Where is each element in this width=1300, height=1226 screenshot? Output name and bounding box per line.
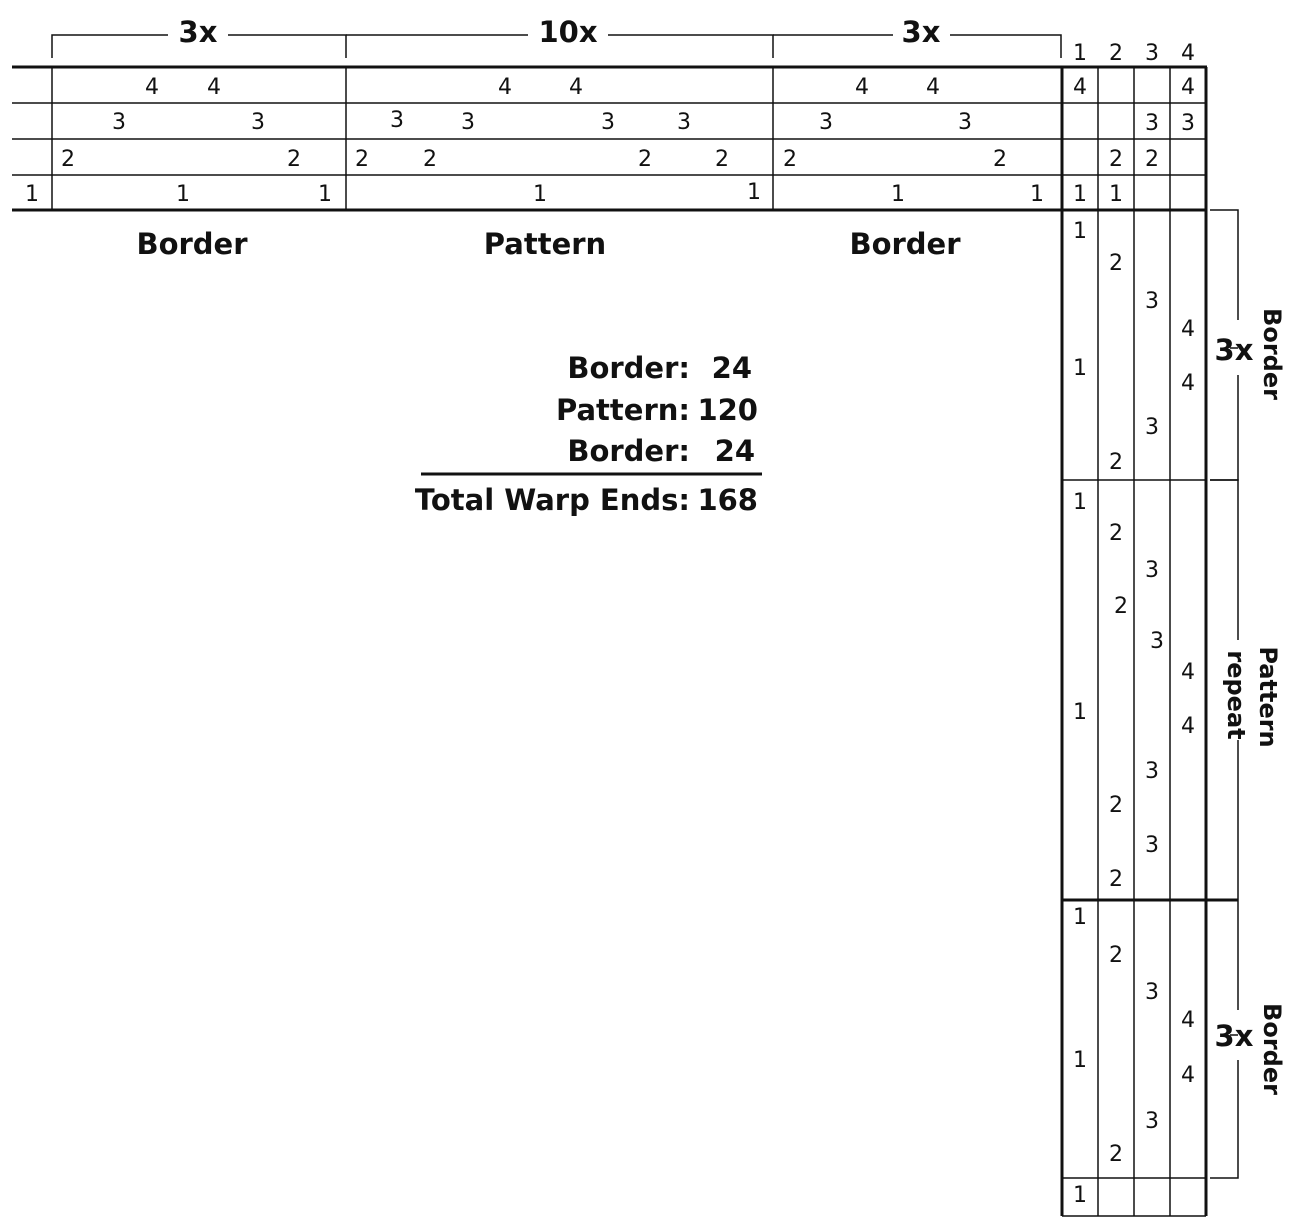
threading-grid xyxy=(12,65,1208,1216)
treadle-2: 2 xyxy=(1114,594,1128,619)
thread-1: 1 xyxy=(533,182,547,207)
thread-4: 4 xyxy=(926,75,940,100)
treadle-3: 3 xyxy=(1145,415,1159,440)
treadle-2: 2 xyxy=(1109,521,1123,546)
summary-border1-value: 24 xyxy=(712,351,752,385)
tieup-entry: 4 xyxy=(1181,75,1195,100)
thread-3: 3 xyxy=(819,110,833,135)
thread-2: 2 xyxy=(638,147,652,172)
treadle-2: 2 xyxy=(1109,251,1123,276)
border-left-repeat: 3x xyxy=(179,15,218,49)
thread-1: 1 xyxy=(176,182,190,207)
border-right-repeat: 3x xyxy=(902,15,941,49)
treadle-1: 1 xyxy=(1073,490,1087,515)
treadle-2: 2 xyxy=(1109,1142,1123,1167)
thread-3: 3 xyxy=(251,110,265,135)
thread-1: 1 xyxy=(1030,182,1044,207)
border-left-label: Border xyxy=(136,227,248,261)
treadle-2: 2 xyxy=(1109,943,1123,968)
treadle-4: 4 xyxy=(1181,1063,1195,1088)
thread-3: 3 xyxy=(390,108,404,133)
tieup-entry: 1 xyxy=(1109,182,1123,207)
thread-2: 2 xyxy=(61,147,75,172)
border-top-side-label: Border xyxy=(1258,308,1286,400)
thread-2: 2 xyxy=(287,147,301,172)
thread-3: 3 xyxy=(958,110,972,135)
thread-3: 3 xyxy=(112,110,126,135)
thread-4: 4 xyxy=(569,75,583,100)
border-bottom-side-label: Border xyxy=(1258,1003,1286,1095)
tieup-entry: 3 xyxy=(1181,111,1195,136)
tieup-entry: 2 xyxy=(1145,147,1159,172)
summary-pattern-label: Pattern: xyxy=(556,393,690,427)
thread-3: 3 xyxy=(601,110,615,135)
border-top-repeat: 3x xyxy=(1215,333,1254,367)
thread-4: 4 xyxy=(498,75,512,100)
treadle-4: 4 xyxy=(1181,660,1195,685)
border-bottom-repeat: 3x xyxy=(1215,1019,1254,1053)
thread-4: 4 xyxy=(207,75,221,100)
treadle-3: 3 xyxy=(1150,629,1164,654)
tieup-col-3: 3 xyxy=(1145,41,1159,66)
treadle-3: 3 xyxy=(1145,558,1159,583)
pattern-repeat-count: 10x xyxy=(538,15,597,49)
thread-2: 2 xyxy=(715,147,729,172)
pattern-side-label: Pattern xyxy=(1254,646,1282,747)
border-right-label: Border xyxy=(849,227,961,261)
tieup-col-1: 1 xyxy=(1073,41,1087,66)
treadle-3: 3 xyxy=(1145,833,1159,858)
thread-3: 3 xyxy=(677,110,691,135)
treadle-4: 4 xyxy=(1181,371,1195,396)
treadling-dividers xyxy=(1062,479,1238,1217)
thread-1: 1 xyxy=(318,182,332,207)
thread-2: 2 xyxy=(993,147,1007,172)
repeat-brackets xyxy=(51,34,1062,58)
treadle-2: 2 xyxy=(1109,450,1123,475)
warp-summary: Border: 24 Pattern: 120 Border: 24 Total… xyxy=(415,351,762,517)
pattern-label: Pattern xyxy=(484,227,606,261)
treadle-4: 4 xyxy=(1181,1008,1195,1033)
treadle-4: 4 xyxy=(1181,317,1195,342)
summary-border1-label: Border: xyxy=(567,351,690,385)
treadle-2: 2 xyxy=(1109,793,1123,818)
tieup-entry: 3 xyxy=(1145,111,1159,136)
summary-total-label: Total Warp Ends: xyxy=(415,483,690,517)
thread-4: 4 xyxy=(145,75,159,100)
summary-border2-value: 24 xyxy=(715,434,755,468)
tieup-entry: 1 xyxy=(1073,182,1087,207)
treadle-4: 4 xyxy=(1181,714,1195,739)
treadle-3: 3 xyxy=(1145,1109,1159,1134)
summary-pattern-value: 120 xyxy=(697,393,758,427)
treadle-1: 1 xyxy=(1073,700,1087,725)
tieup-entry: 2 xyxy=(1109,147,1123,172)
treadle-1: 1 xyxy=(1073,219,1087,244)
treadle-3: 3 xyxy=(1145,289,1159,314)
thread-4: 4 xyxy=(855,75,869,100)
thread-2: 2 xyxy=(423,147,437,172)
treadling-brackets xyxy=(1210,209,1239,1179)
tieup-entry: 4 xyxy=(1073,75,1087,100)
treadle-final: 1 xyxy=(1073,1183,1087,1208)
treadle-3: 3 xyxy=(1145,980,1159,1005)
treadle-3: 3 xyxy=(1145,759,1159,784)
treadle-1: 1 xyxy=(1073,356,1087,381)
thread-1: 1 xyxy=(747,180,761,205)
summary-border2-label: Border: xyxy=(567,434,690,468)
thread-3: 3 xyxy=(461,110,475,135)
tieup-col-2: 2 xyxy=(1109,41,1123,66)
summary-total-value: 168 xyxy=(697,483,758,517)
repeat-side-label: repeat xyxy=(1222,650,1250,739)
thread-1: 1 xyxy=(25,182,39,207)
treadle-1: 1 xyxy=(1073,1048,1087,1073)
thread-2: 2 xyxy=(783,147,797,172)
thread-1: 1 xyxy=(891,182,905,207)
tieup-col-4: 4 xyxy=(1181,41,1195,66)
treadle-2: 2 xyxy=(1109,867,1123,892)
treadle-1: 1 xyxy=(1073,905,1087,930)
thread-2: 2 xyxy=(355,147,369,172)
